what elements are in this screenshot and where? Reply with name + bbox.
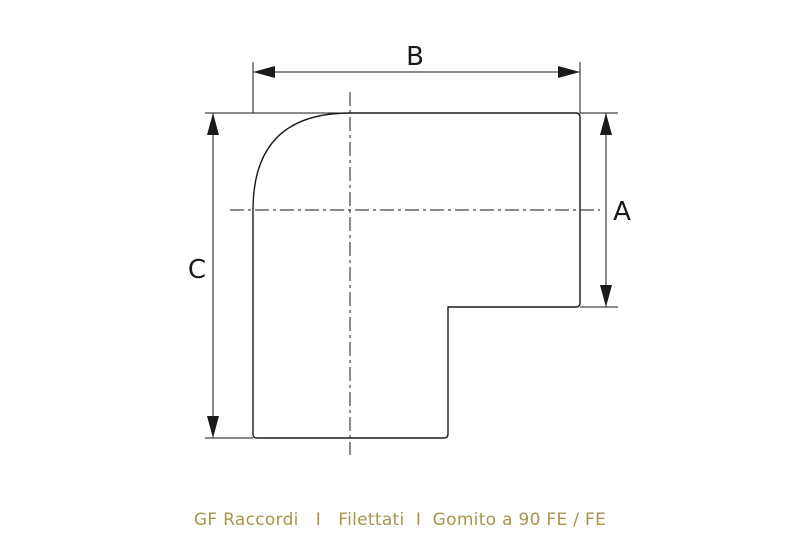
dimension-a-arrow-bottom bbox=[600, 285, 612, 307]
dimension-b: B bbox=[252, 42, 581, 113]
dimension-a-arrow-top bbox=[600, 113, 612, 135]
dimension-c: C bbox=[188, 112, 350, 439]
dimension-c-label: C bbox=[188, 255, 206, 285]
dimension-b-arrow-left bbox=[253, 66, 275, 78]
elbow-outline bbox=[252, 112, 581, 439]
product-caption: GF Raccordi I Filettati I Gomito a 90 FE… bbox=[193, 510, 607, 530]
dimension-a: A bbox=[580, 112, 631, 308]
dimension-c-arrow-top bbox=[207, 113, 219, 135]
dimension-b-label: B bbox=[406, 42, 424, 72]
dimension-a-label: A bbox=[613, 197, 631, 227]
dimension-b-arrow-right bbox=[558, 66, 580, 78]
dimension-c-arrow-bottom bbox=[207, 416, 219, 438]
